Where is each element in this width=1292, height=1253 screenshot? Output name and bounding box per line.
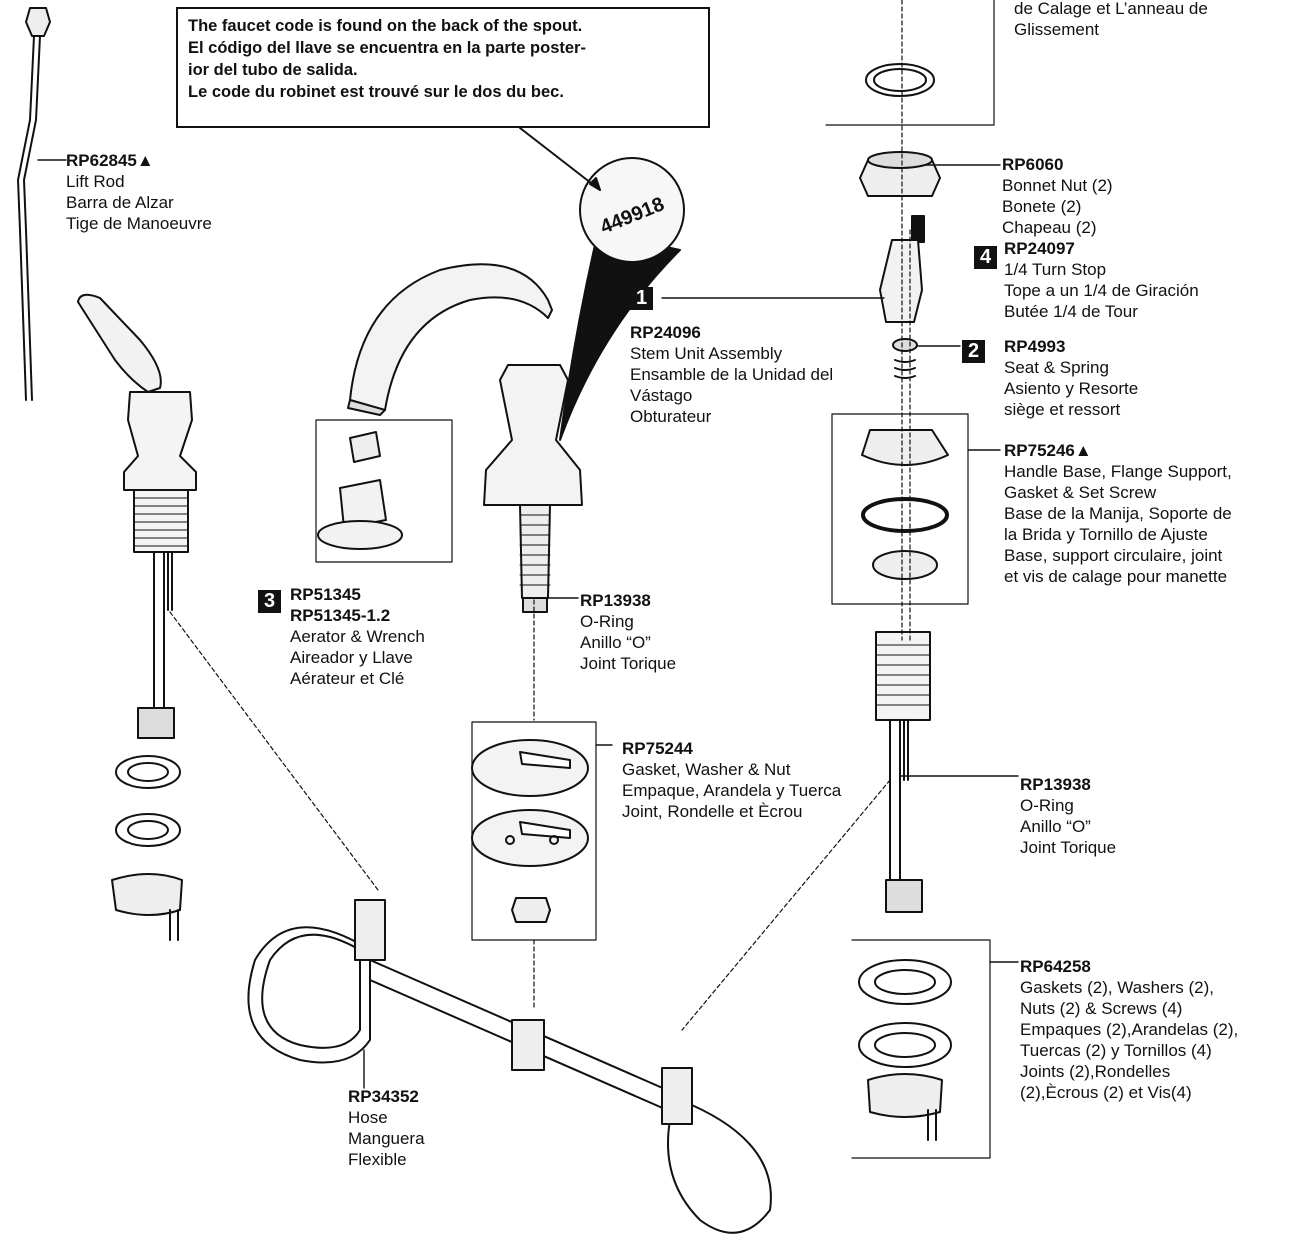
faucet-code-note-box: The faucet code is found on the back of … [176, 7, 710, 128]
note-line: El código del llave se encuentra en la p… [188, 39, 586, 57]
assembly-dashed-lines [169, 0, 911, 1031]
stem-unit-label: RP24096 Stem Unit Assembly Ensamble de l… [630, 323, 834, 426]
part-number: RP75244 [622, 739, 693, 758]
note-line: ior del tubo de salida. [188, 61, 358, 79]
lift-rod-label: RP62845▲ Lift Rod Barra de Alzar Tige de… [66, 151, 212, 233]
callout-badge-4: 4 [974, 246, 997, 269]
callout-badge-2: 2 [962, 340, 985, 363]
turn-stop-label: RP24097 1/4 Turn Stop Tope a un 1/4 de G… [1004, 239, 1199, 321]
oring-right-label: RP13938 O-Ring Anillo “O” Joint Torique [1020, 775, 1117, 857]
aerator-illustration [315, 419, 453, 563]
part-number: RP75246▲ [1004, 441, 1092, 460]
seat-spring-label: RP4993 Seat & Spring Asiento y Resorte s… [1004, 337, 1139, 419]
part-number: RP62845▲ [66, 151, 154, 170]
part-number: RP34352 [348, 1087, 419, 1106]
aerator-label: RP51345 RP51345-1.2 Aerator & Wrench Air… [290, 585, 425, 688]
bonnet-nut-label: RP6060 Bonnet Nut (2) Bonete (2) Chapeau… [1002, 155, 1113, 237]
gasket-washer-nut-illustration [471, 721, 597, 941]
part-number: RP6060 [1002, 155, 1064, 174]
top-right-partial-label: de Calage et L’anneau de Glissement [1014, 0, 1208, 39]
part-number: RP51345 [290, 585, 361, 604]
callout-badge-1: 1 [630, 287, 653, 310]
left-handle-assembly-illustration [77, 293, 197, 941]
handle-base-label: RP75246▲ Handle Base, Flange Support, Ga… [1004, 441, 1232, 586]
note-line: Le code du robinet est trouvé sur le dos… [188, 83, 564, 101]
hose-illustration [247, 899, 772, 1234]
gasket-washer-nut-label: RP75244 Gasket, Washer & Nut Empaque, Ar… [622, 739, 842, 821]
note-line: The faucet code is found on the back of … [188, 17, 583, 35]
part-number: RP64258 [1020, 957, 1091, 976]
right-valve-stack-illustration [825, 0, 995, 1159]
hose-label: RP34352 Hose Manguera Flexible [348, 1087, 425, 1169]
part-number: RP51345-1.2 [290, 606, 391, 625]
part-number: RP24097 [1004, 239, 1075, 258]
leader-lines [37, 159, 1019, 1089]
part-number: RP13938 [1020, 775, 1091, 794]
spout-body-illustration [347, 263, 583, 613]
part-number: RP13938 [580, 591, 651, 610]
oring-center-label: RP13938 O-Ring Anillo “O” Joint Torique [580, 591, 677, 673]
faucet-code-magnifier [579, 157, 685, 263]
part-number: RP4993 [1004, 337, 1066, 356]
lift-rod-illustration [17, 7, 51, 401]
part-number: RP24096 [630, 323, 701, 342]
hardware-kit-label: RP64258 Gaskets (2), Washers (2), Nuts (… [1020, 957, 1239, 1102]
callout-badge-3: 3 [258, 590, 281, 613]
